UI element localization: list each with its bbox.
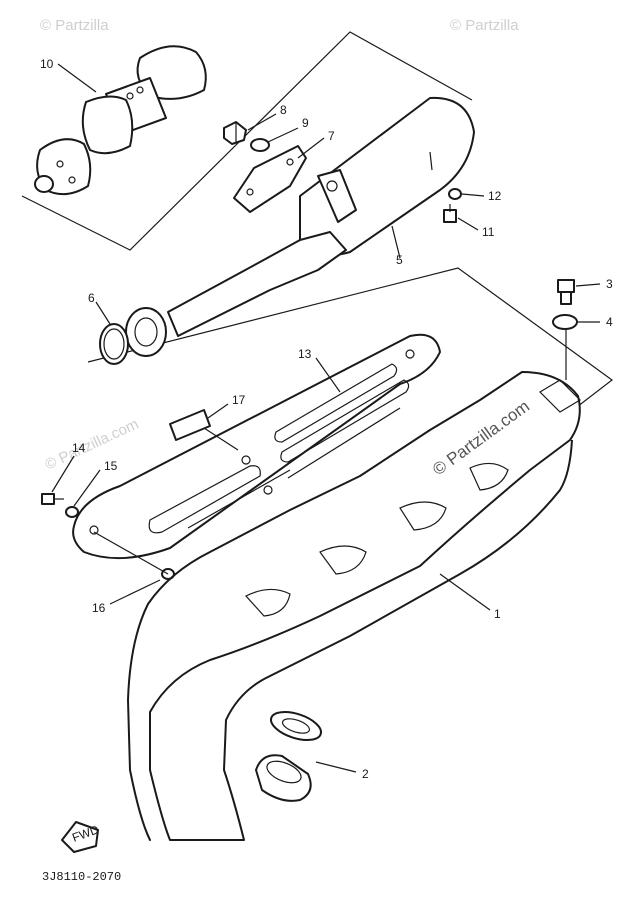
bracket-part-7[interactable] <box>233 145 307 213</box>
callout-11: 11 <box>482 225 495 239</box>
washer-part-15[interactable] <box>65 506 79 518</box>
leader-3 <box>575 283 601 287</box>
callout-7: 7 <box>328 129 335 143</box>
leader-13 <box>315 357 341 393</box>
screw-part-11[interactable] <box>443 204 457 223</box>
callout-14: 14 <box>72 441 86 455</box>
leader-11 <box>457 217 479 231</box>
leader-9 <box>267 127 299 143</box>
muffler-part-5[interactable] <box>125 96 475 357</box>
callout-6: 6 <box>88 291 95 305</box>
callout-16: 16 <box>92 601 106 615</box>
leader-12 <box>461 193 485 197</box>
callout-4: 4 <box>606 315 613 329</box>
callout-8: 8 <box>280 103 287 117</box>
leader-10 <box>57 63 97 93</box>
label-part-17[interactable] <box>169 409 211 441</box>
grommet-part-12[interactable] <box>448 188 462 200</box>
washer-part-4[interactable] <box>552 314 578 330</box>
exhaust-gasket-part-2[interactable] <box>255 707 324 802</box>
expansion-chamber-part-1[interactable] <box>127 371 581 841</box>
washer-part-9[interactable] <box>250 138 270 152</box>
callout-3: 3 <box>606 277 613 291</box>
callout-1: 1 <box>494 607 501 621</box>
screw-part-14[interactable] <box>41 493 64 505</box>
silencer-insert-part-10[interactable] <box>34 45 207 196</box>
leader-6 <box>95 301 111 325</box>
callout-5: 5 <box>396 253 403 267</box>
callout-12: 12 <box>488 189 502 203</box>
watermark-top-right: © Partzilla <box>450 17 519 34</box>
callout-9: 9 <box>302 116 309 130</box>
leader-1 <box>439 573 491 611</box>
heat-shield-part-13[interactable] <box>72 333 441 560</box>
lower-assembly-outline <box>87 267 614 421</box>
bolt-part-3[interactable] <box>557 279 575 305</box>
label-placement-line <box>203 427 239 451</box>
leader-14 <box>51 455 75 493</box>
leader-16 <box>109 579 161 605</box>
watermark-middle-left: © Partzilla.com <box>43 416 142 474</box>
bolt-part-8[interactable] <box>223 121 247 145</box>
leader-7 <box>297 137 325 159</box>
callout-15: 15 <box>104 459 118 473</box>
leader-2 <box>315 761 357 773</box>
diagram-code: 3J8110-2070 <box>42 870 121 884</box>
leader-15 <box>73 469 101 507</box>
callout-10: 10 <box>40 57 54 71</box>
watermark-top-left: © Partzilla <box>40 17 109 34</box>
leader-8 <box>247 113 277 131</box>
forward-direction-arrow: FWD <box>61 821 101 853</box>
callout-2: 2 <box>362 767 369 781</box>
leader-17 <box>207 403 229 419</box>
callout-17: 17 <box>232 393 246 407</box>
callout-13: 13 <box>298 347 312 361</box>
watermark-center: © Partzilla.com <box>429 397 533 480</box>
leader-5 <box>391 225 401 259</box>
grommet-axis-line <box>93 531 169 575</box>
